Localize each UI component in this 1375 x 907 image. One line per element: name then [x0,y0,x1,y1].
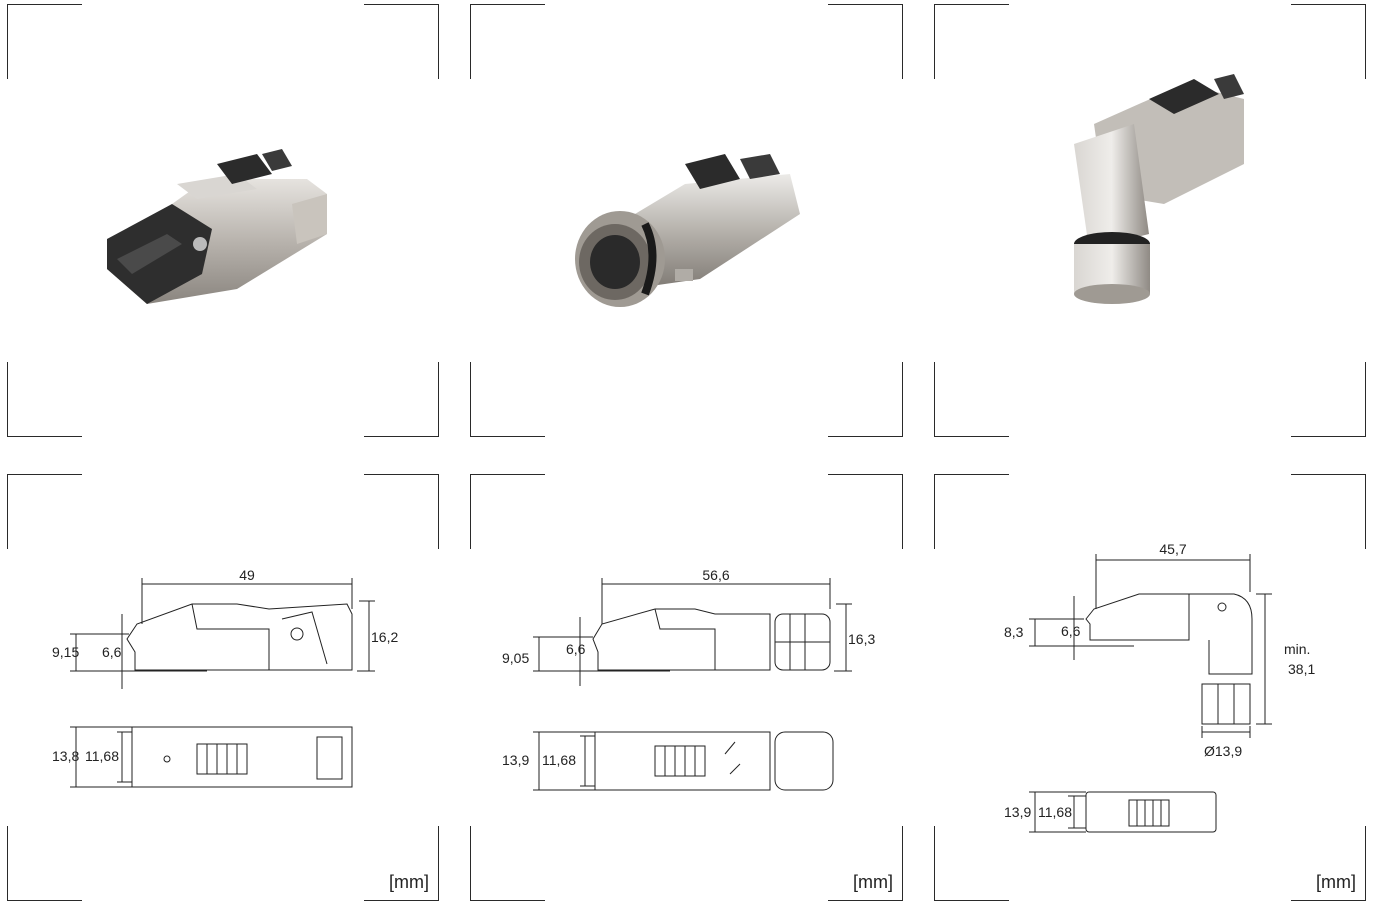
photo-panel-straight [7,4,439,437]
photo-straight-rj45-connector [107,149,327,304]
unit-label: [mm] [853,872,893,892]
dim-length: 45,7 [1159,541,1186,557]
frame-corner [364,4,439,79]
unit-label: [mm] [1316,872,1356,892]
dimension-drawing-m12: 56,6 16,3 9,05 6,6 13,9 11,68 [502,567,875,791]
drawing-panel-straight: 49 16,2 9,15 6,6 13,8 11,68 [mm] [7,474,439,901]
frame-corner [934,4,1009,79]
dim-diameter: Ø13,9 [1204,743,1242,759]
frame-corner [828,474,903,549]
frame-corner [7,474,82,549]
photo-panel-angled [934,4,1366,437]
frame-corner [934,362,1009,437]
photo-panel-m12 [470,4,903,437]
dimension-drawing-straight: 49 16,2 9,15 6,6 13,8 11,68 [52,567,398,788]
drawing-panel-angled: 45,7 Ø13,9 min. 38,1 8,3 6,6 13,9 11,68 … [934,474,1366,901]
dim-width-total: 13,8 [52,748,79,764]
frame-corner [470,4,545,79]
dim-min-value: 38,1 [1288,661,1315,677]
frame-corner [364,474,439,549]
frame-corner [828,362,903,437]
dim-length: 49 [239,567,255,583]
frame-corner [7,826,82,901]
dim-height-total: 16,2 [371,629,398,645]
dim-height-b: 6,6 [566,641,586,657]
dim-width-total: 13,9 [502,752,529,768]
frame-corner [828,826,903,901]
frame-corner [364,362,439,437]
frame-corner [470,826,545,901]
frame-corner [934,474,1009,549]
frame-corner [1291,4,1366,79]
dim-height-a: 9,15 [52,644,79,660]
photo-angled-rj45-connector [1074,74,1244,304]
frame-corner [1291,474,1366,549]
dim-width-inner: 11,68 [542,752,576,768]
drawing-panel-m12: 56,6 16,3 9,05 6,6 13,9 11,68 [mm] [470,474,903,901]
unit-label: [mm] [389,872,429,892]
dim-width-inner: 11,68 [1038,804,1072,820]
dim-min-label: min. [1284,641,1310,657]
frame-corner [934,826,1009,901]
dim-height-b: 6,6 [1061,623,1081,639]
dim-width-total: 13,9 [1004,804,1031,820]
dim-height-total: 16,3 [848,631,875,647]
dim-height-a: 9,05 [502,650,529,666]
frame-corner [7,4,82,79]
frame-corner [828,4,903,79]
dim-length: 56,6 [702,567,729,583]
frame-corner [7,362,82,437]
frame-corner [470,474,545,549]
frame-corner [1291,826,1366,901]
dim-height-a: 8,3 [1004,624,1024,640]
photo-m12-rj45-connector [575,154,800,307]
frame-corner [470,362,545,437]
frame-corner [364,826,439,901]
dimension-drawing-angled: 45,7 Ø13,9 min. 38,1 8,3 6,6 13,9 11,68 [1004,541,1315,833]
dim-height-b: 6,6 [102,644,122,660]
frame-corner [1291,362,1366,437]
dim-width-inner: 11,68 [85,748,119,764]
